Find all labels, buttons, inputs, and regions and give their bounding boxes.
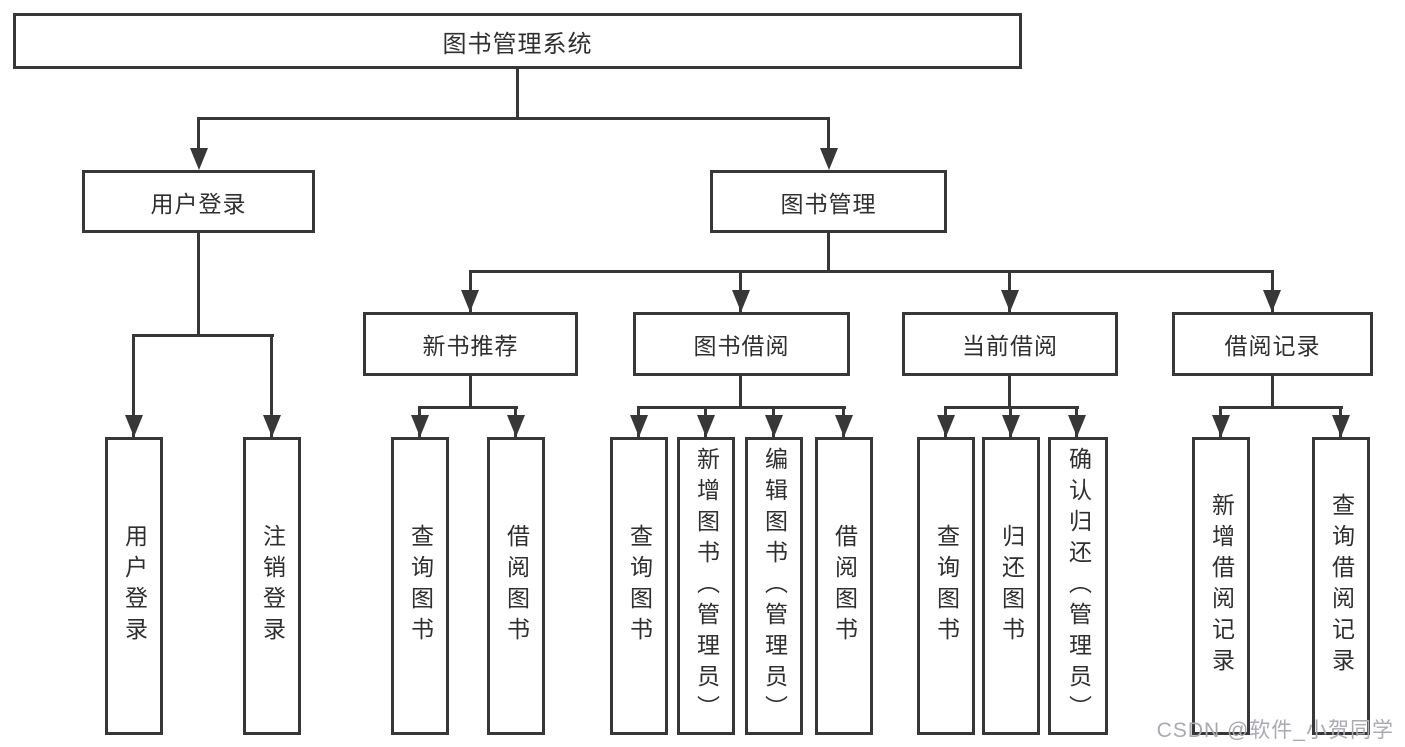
node-label: 确认归还（管理员）: [1065, 446, 1092, 726]
connector-line: [270, 334, 273, 437]
node-label: 新书推荐: [422, 333, 519, 359]
leaf-user-login: 用户登录: [105, 437, 163, 735]
node-label: 当前借阅: [962, 333, 1058, 359]
node-label: 图书借阅: [693, 333, 790, 359]
connector-line: [197, 233, 200, 337]
connector-line: [1008, 376, 1011, 409]
arrowhead-icon: [697, 415, 715, 437]
node-label: 新增图书（管理员）: [693, 446, 720, 726]
node-label: 注销登录: [259, 524, 286, 648]
connector-line: [132, 334, 274, 337]
arrowhead-icon: [937, 415, 955, 437]
arrowhead-icon: [835, 415, 853, 437]
connector-line: [739, 376, 742, 409]
leaf-return-books: 归还图书: [982, 437, 1040, 735]
arrowhead-icon: [630, 415, 648, 437]
leaf-query-borrow-record: 查询借阅记录: [1312, 437, 1370, 735]
connector-line: [418, 406, 518, 409]
connector-line: [1271, 376, 1274, 409]
leaf-add-borrow-record: 新增借阅记录: [1192, 437, 1250, 735]
node-new-book-recommend: 新书推荐: [363, 312, 578, 376]
connector-line: [197, 117, 830, 120]
arrowhead-icon: [1332, 415, 1350, 437]
node-label: 用户登录: [121, 524, 148, 648]
arrowhead-icon: [765, 415, 783, 437]
leaf-query-books-recommend: 查询图书: [391, 437, 449, 735]
arrowhead-icon: [125, 415, 143, 437]
node-label: 查询图书: [933, 524, 960, 648]
node-label: 新增借阅记录: [1208, 493, 1235, 679]
node-label: 借阅图书: [503, 524, 530, 648]
leaf-borrow-books: 借阅图书: [815, 437, 873, 735]
leaf-add-book-admin: 新增图书（管理员）: [677, 437, 735, 735]
arrowhead-icon: [1001, 290, 1019, 312]
node-label: 查询借阅记录: [1328, 493, 1355, 679]
leaf-query-books-borrow: 查询图书: [610, 437, 668, 735]
arrowhead-icon: [263, 415, 281, 437]
arrowhead-icon: [1068, 415, 1086, 437]
arrowhead-icon: [732, 290, 750, 312]
connector-line: [132, 334, 135, 437]
connector-line: [637, 406, 846, 409]
node-label: 图书管理系统: [442, 30, 593, 58]
leaf-borrow-books-recommend: 借阅图书: [487, 437, 545, 735]
connector-line: [469, 376, 472, 409]
node-book-management: 图书管理: [710, 170, 947, 233]
leaf-query-books-current: 查询图书: [917, 437, 975, 735]
leaf-logout: 注销登录: [243, 437, 301, 735]
node-label: 编辑图书（管理员）: [761, 446, 788, 726]
node-label: 借阅记录: [1224, 333, 1321, 359]
leaf-edit-book-admin: 编辑图书（管理员）: [745, 437, 803, 735]
arrowhead-icon: [190, 148, 208, 170]
connector-line: [1219, 406, 1343, 409]
node-label: 查询图书: [626, 524, 653, 648]
node-borrow-records: 借阅记录: [1172, 312, 1373, 376]
node-book-borrow: 图书借阅: [633, 312, 850, 376]
connector-line: [469, 270, 1274, 273]
arrowhead-icon: [1002, 415, 1020, 437]
connector-line: [827, 233, 830, 273]
node-label: 归还图书: [998, 524, 1025, 648]
connector-line: [197, 117, 200, 151]
node-label: 图书管理: [780, 190, 877, 217]
node-current-borrow: 当前借阅: [902, 312, 1118, 376]
csdn-watermark: CSDN @软件_小贺同学: [1156, 719, 1394, 742]
connector-line: [516, 68, 519, 119]
arrowhead-icon: [411, 415, 429, 437]
arrowhead-icon: [820, 148, 838, 170]
arrowhead-icon: [1263, 290, 1281, 312]
node-user-login: 用户登录: [82, 170, 315, 233]
node-label: 借阅图书: [831, 524, 858, 648]
leaf-confirm-return-admin: 确认归还（管理员）: [1048, 437, 1108, 735]
connector-line: [827, 117, 830, 151]
arrowhead-icon: [1212, 415, 1230, 437]
node-library-system: 图书管理系统: [13, 13, 1022, 69]
node-label: 查询图书: [407, 524, 434, 648]
arrowhead-icon: [507, 415, 525, 437]
arrowhead-icon: [461, 290, 479, 312]
node-label: 用户登录: [150, 190, 247, 217]
